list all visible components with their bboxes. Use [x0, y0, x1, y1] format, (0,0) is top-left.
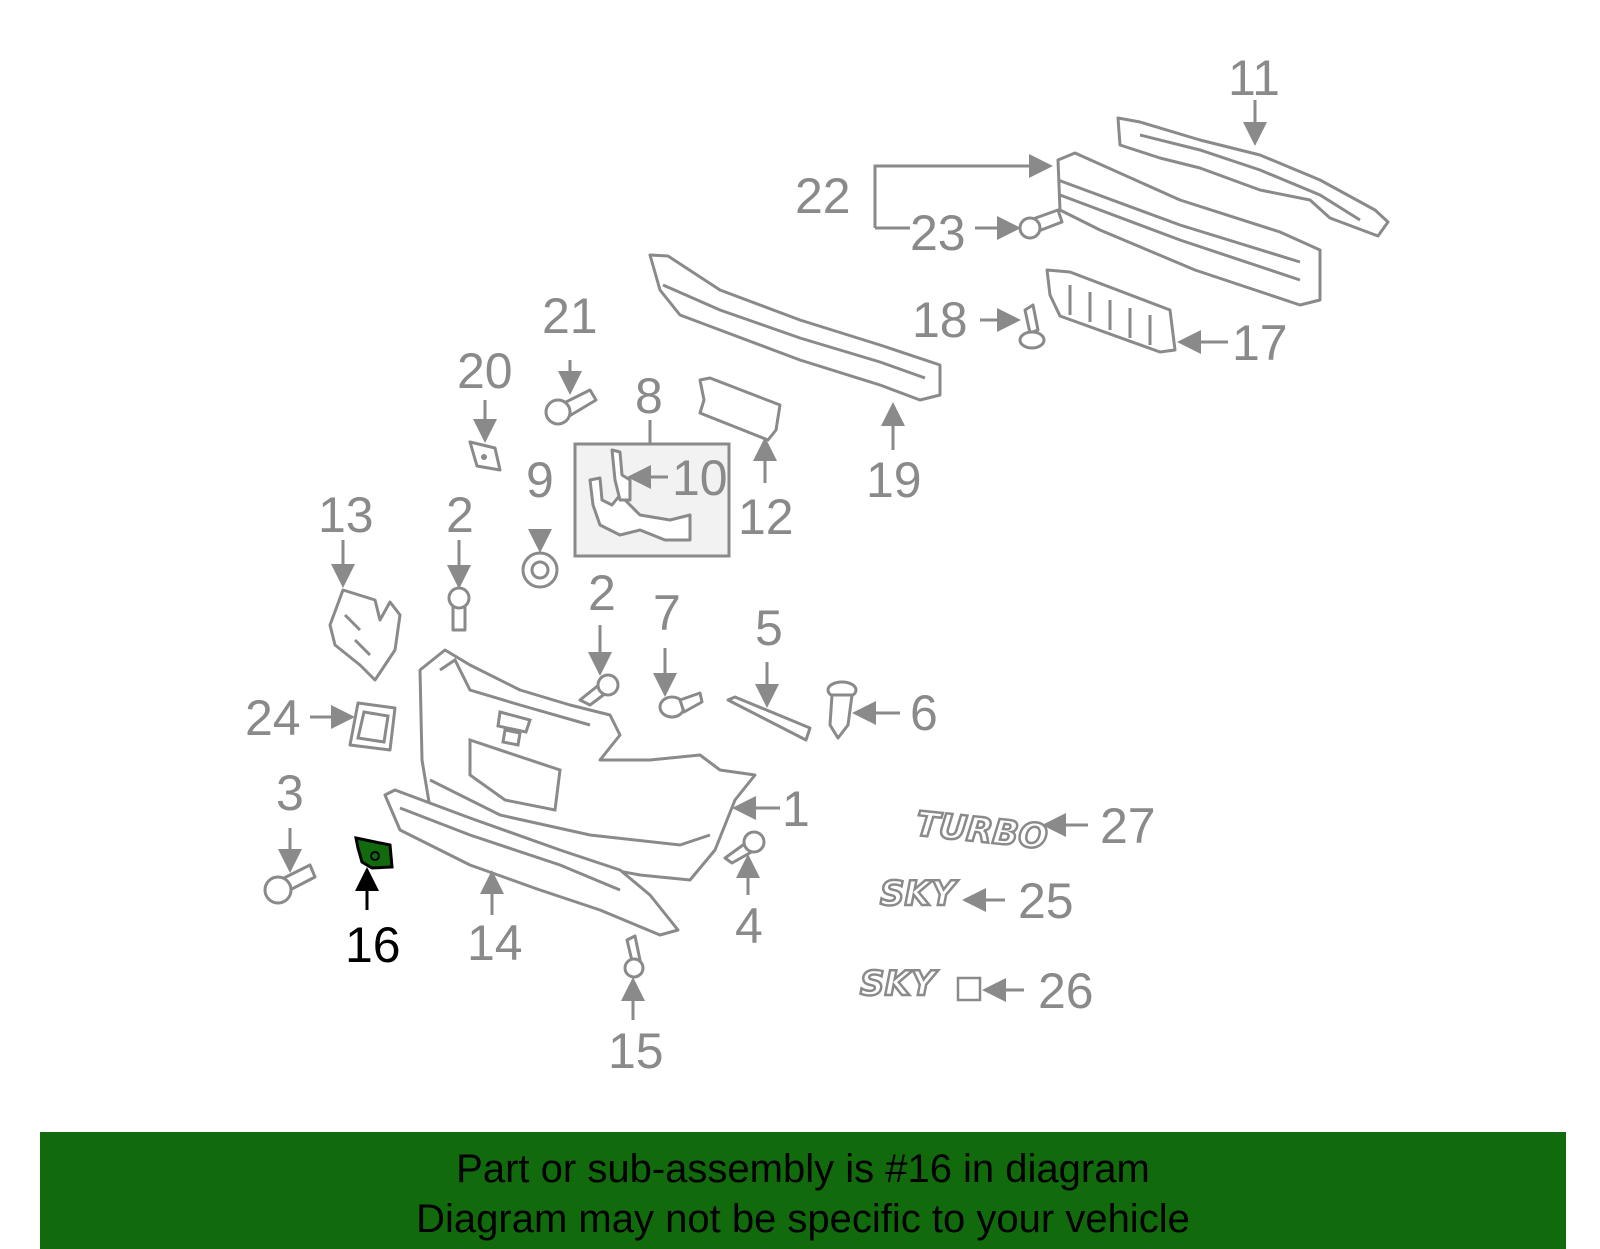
callout-26: 26	[1038, 963, 1094, 1019]
sky-emblem-with-badge: SKY	[859, 963, 982, 1005]
banner-line-1: Part or sub-assembly is #16 in diagram	[456, 1147, 1150, 1191]
turbo-emblem: TURBO	[914, 804, 1049, 858]
callout-17: 17	[1232, 315, 1288, 371]
callout-10: 10	[672, 450, 728, 506]
part-5-strip	[726, 695, 812, 742]
sky-emblem: SKY	[880, 874, 959, 914]
part-13-side-bracket	[328, 588, 402, 682]
callout-23: 23	[910, 205, 966, 261]
callout-11: 11	[1228, 50, 1280, 106]
part-14-lower-valance	[383, 788, 680, 937]
callout-8: 8	[635, 368, 663, 424]
callout-9: 9	[526, 452, 554, 508]
part-2-bolt-a	[447, 586, 471, 632]
part-9-nut	[521, 551, 559, 589]
banner-line-2: Diagram may not be specific to your vehi…	[416, 1197, 1190, 1241]
part-19-upper-support	[648, 253, 942, 402]
callout-16: 16	[345, 917, 401, 973]
parts-diagram: TURBO SKY SKY	[245, 50, 1390, 1079]
part-12-bracket	[698, 376, 782, 442]
info-banner: Part or sub-assembly is #16 in diagram D…	[40, 1132, 1566, 1249]
callout-22: 22	[795, 168, 851, 224]
part-6-retainer	[826, 680, 858, 740]
callout-5: 5	[755, 600, 783, 656]
callout-7: 7	[653, 585, 681, 641]
callout-2-upper: 2	[446, 487, 474, 543]
callout-labels: 11 22 23 18 17 21 20 8 9 10 12 19 13 2 2…	[245, 50, 1288, 1079]
callout-3: 3	[276, 765, 304, 821]
part-11-reinforcement	[1116, 116, 1390, 238]
part-7-pin	[658, 691, 704, 719]
part-20-clip	[468, 440, 502, 472]
callout-20: 20	[457, 343, 513, 399]
part-24-pad	[348, 701, 397, 752]
callout-18: 18	[912, 292, 968, 348]
callout-13: 13	[318, 487, 374, 543]
callout-21: 21	[542, 288, 598, 344]
callout-4: 4	[735, 898, 763, 954]
callout-12: 12	[738, 489, 794, 545]
part-2-bolt-b	[578, 673, 620, 707]
callout-6: 6	[910, 685, 938, 741]
part-23-bolt	[1018, 208, 1064, 240]
callout-24: 24	[245, 690, 301, 746]
part-4-screw	[723, 830, 766, 865]
part-18-pin	[1018, 303, 1046, 350]
part-17-absorber	[1045, 268, 1177, 354]
part-8-10-bracket-kit	[573, 442, 731, 558]
callout-19: 19	[866, 452, 922, 508]
callout-1: 1	[782, 781, 810, 837]
part-3-bolt	[263, 863, 317, 905]
callout-15: 15	[608, 1023, 664, 1079]
leader-lines	[278, 100, 1267, 1020]
callout-25: 25	[1018, 873, 1074, 929]
callout-27: 27	[1100, 798, 1156, 854]
svg-text:SKY: SKY	[860, 964, 939, 1004]
callout-14: 14	[467, 915, 523, 971]
part-16-highlighted-clip[interactable]	[354, 836, 394, 870]
part-22-impact-bar	[1056, 151, 1322, 307]
part-15-push-pin	[623, 934, 645, 979]
callout-2-lower: 2	[588, 565, 616, 621]
part-1-bumper-cover	[418, 648, 757, 882]
part-21-bolt	[544, 388, 598, 426]
